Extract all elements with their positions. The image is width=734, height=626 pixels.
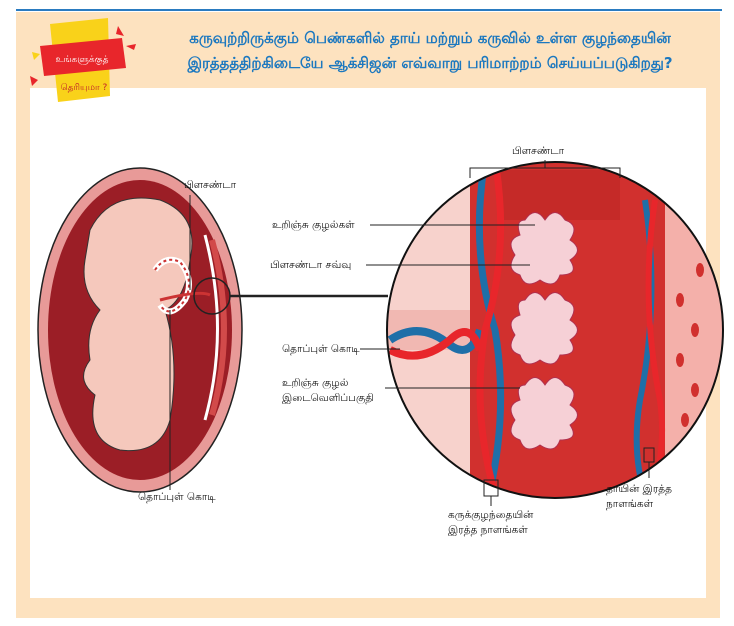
question-line-2: இரத்தத்திற்கிடையே ஆக்சிஜன் எவ்வாறு பரிமா… [187, 54, 673, 72]
label-intervillous-line2: இடைவெளிப்பகுதி [282, 392, 374, 404]
label-fetal-vessels-line2: இரத்த நாளங்கள் [448, 524, 528, 536]
magnified-placenta [387, 162, 723, 498]
did-you-know-badge: உங்களுக்குத் தெரியுமா ? [30, 16, 140, 106]
label-umbilical-cord-right: தொப்புள் கொடி [282, 343, 360, 355]
label-umbilical-cord-left: தொப்புள் கொடி [138, 491, 216, 503]
label-placental-membrane: பிளசண்டா சவ்வு [270, 259, 352, 271]
question-heading: கருவுற்றிருக்கும் பெண்களில் தாய் மற்றும்… [160, 26, 700, 76]
label-intervillous-line1: உறிஞ்சு குழல் [282, 377, 349, 389]
label-maternal-vessels: தாயின் இரத்த நாளங்கள் [606, 482, 672, 512]
label-maternal-vessels-line2: நாளங்கள் [606, 498, 654, 510]
label-maternal-vessels-line1: தாயின் இரத்த [606, 483, 672, 495]
label-placenta-left: பிளசண்டா [184, 179, 237, 191]
label-fetal-vessels-line1: கருக்குழந்தையின் [448, 509, 534, 521]
label-fetal-vessels: கருக்குழந்தையின் இரத்த நாளங்கள் [448, 508, 533, 538]
badge-line2: தெரியுமா ? [61, 83, 108, 93]
question-line-1: கருவுற்றிருக்கும் பெண்களில் தாய் மற்றும்… [189, 29, 671, 47]
label-placenta-top: பிளசண்டா [512, 145, 565, 157]
label-villi: உறிஞ்சு குழல்கள் [272, 219, 355, 231]
uterus-illustration [37, 167, 243, 493]
label-intervillous-space: உறிஞ்சு குழல் இடைவெளிப்பகுதி [282, 376, 374, 406]
badge-line1: உங்களுக்குத் [56, 55, 109, 66]
top-rule [16, 9, 722, 11]
